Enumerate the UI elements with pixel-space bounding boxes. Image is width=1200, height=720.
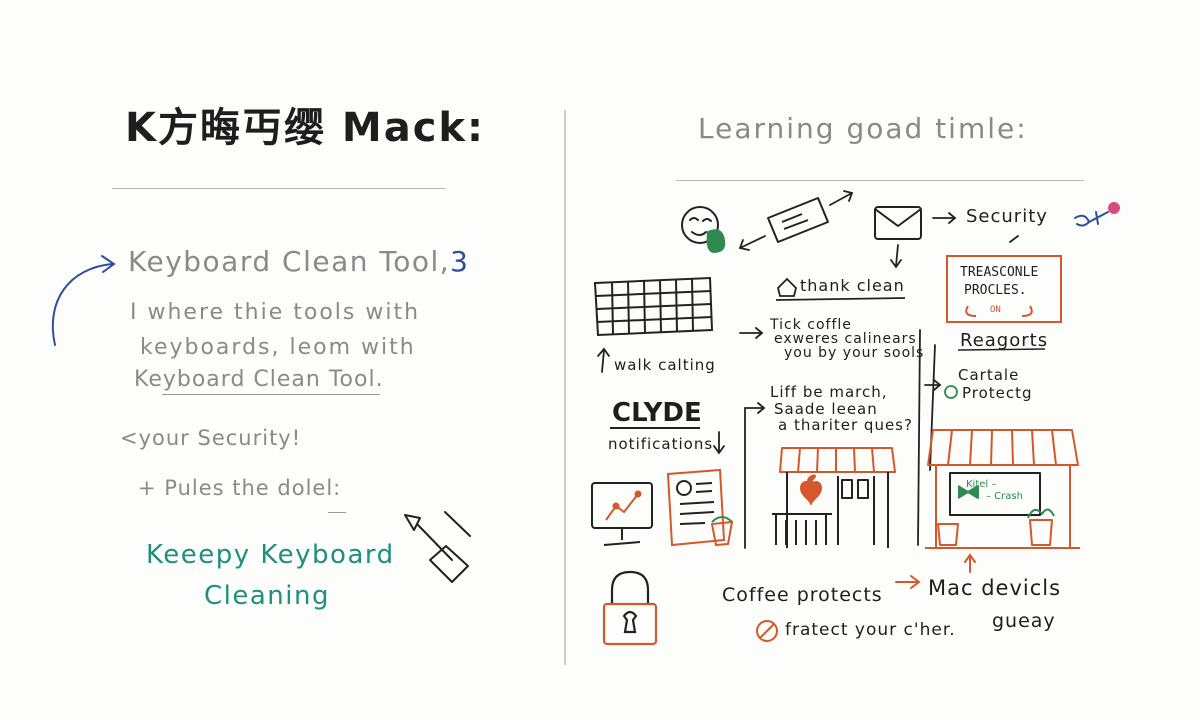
gueay-label: gueay bbox=[992, 610, 1056, 632]
treasconle-box bbox=[946, 255, 1062, 323]
description-underline bbox=[162, 394, 380, 395]
protectg-label: Protectg bbox=[962, 384, 1033, 402]
box-line-on: ON bbox=[990, 305, 1001, 315]
shop-sign-line-1: Kitel – bbox=[966, 479, 997, 490]
padlock-icon bbox=[602, 570, 658, 646]
description-line-2: keyboards, leom with bbox=[140, 335, 416, 360]
keyboard-icon bbox=[593, 276, 714, 337]
tool-heading-suffix: 3 bbox=[450, 245, 470, 278]
right-title: Learning goad timle: bbox=[698, 112, 1028, 145]
no-sign-icon bbox=[756, 620, 778, 642]
description-line-1: I where thie tools with bbox=[130, 300, 421, 325]
cleaning-text: Cleaning bbox=[204, 581, 330, 611]
house-icon bbox=[777, 277, 797, 297]
shop-sign-line-2: – Crash bbox=[986, 491, 1023, 502]
key-doodle-icon bbox=[1074, 202, 1120, 227]
notifications-label: notifications bbox=[608, 435, 714, 453]
underline bbox=[775, 297, 906, 301]
arrow-icon bbox=[890, 212, 1019, 269]
document-icon bbox=[666, 468, 726, 547]
underline bbox=[957, 348, 1046, 351]
arrow-icon bbox=[895, 553, 976, 589]
security-label: Security bbox=[966, 206, 1048, 227]
reagorts-label: Reagorts bbox=[960, 330, 1049, 351]
pules-note: + Pules the dolel: bbox=[138, 476, 342, 500]
box-line-2: PROCLES. bbox=[964, 283, 1027, 298]
tick-line-1: Tick coffle bbox=[770, 317, 852, 333]
fratect-label: fratect your c'her. bbox=[785, 620, 956, 640]
tick-line-2: exweres calinears bbox=[774, 331, 917, 347]
cafe-storefront-icon bbox=[772, 447, 896, 548]
pules-dash bbox=[328, 512, 346, 513]
tick-line-3: you by your sools bbox=[784, 345, 925, 361]
monitor-chart-icon bbox=[591, 482, 653, 546]
arrow-icon bbox=[597, 347, 610, 373]
envelope-icon bbox=[874, 206, 922, 240]
description-line-3: Keyboard Clean Tool. bbox=[134, 367, 384, 392]
shop-storefront-icon bbox=[925, 429, 1080, 549]
mac-devicls-label: Mac devicls bbox=[928, 576, 1062, 600]
liff-line-2: Saade leean bbox=[774, 400, 878, 418]
arrow-icon bbox=[738, 190, 854, 251]
tool-heading-text: Keyboard Clean Tool, bbox=[128, 245, 451, 278]
box-line-1: TREASCONLE bbox=[960, 265, 1039, 280]
title-divider bbox=[112, 188, 446, 189]
smiley-face-icon bbox=[681, 206, 726, 254]
thank-clean-label: thank clean bbox=[800, 276, 905, 295]
small-lock-icon bbox=[944, 385, 958, 399]
walk-label: walk calting bbox=[614, 356, 716, 374]
curved-arrow-icon bbox=[51, 255, 116, 346]
envelope-tilted-icon bbox=[767, 197, 829, 243]
pencil-icon bbox=[404, 511, 471, 583]
keep-keyboard-text: Keeepy Keyboard bbox=[146, 540, 395, 570]
coffee-cup-icon bbox=[710, 516, 734, 547]
liff-line-3: a thariter ques? bbox=[778, 416, 913, 434]
tool-heading: Keyboard Clean Tool,3 bbox=[128, 248, 470, 276]
page-title: K方晦丏缨 Mack: bbox=[125, 105, 486, 151]
security-note: <your Security! bbox=[120, 426, 302, 450]
right-title-divider bbox=[676, 180, 1084, 181]
coffee-protects-label: Coffee protects bbox=[722, 584, 883, 606]
cartale-label: Cartale bbox=[958, 366, 1020, 384]
liff-line-1: Liff be march, bbox=[770, 383, 888, 401]
clyde-label: CLYDE bbox=[612, 398, 702, 428]
